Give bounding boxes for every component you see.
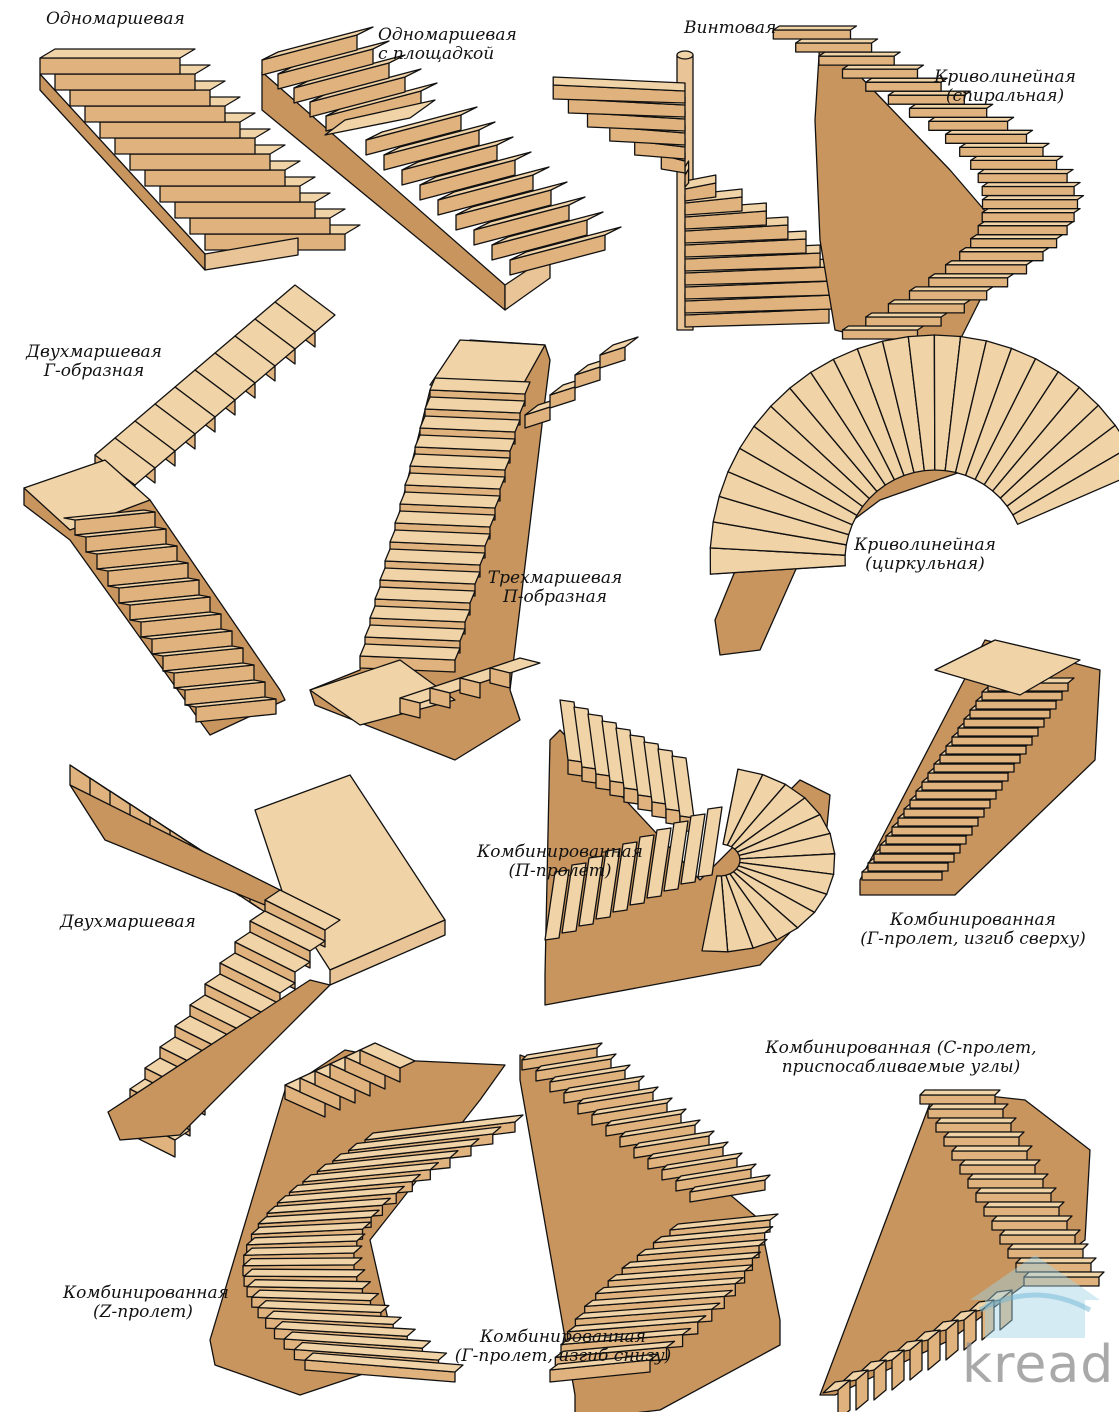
caption-spiral: Винтовая [684,19,776,38]
caption-combined-g-top: Комбинированная(Г-пролет, изгиб сверху) [838,911,1108,949]
caption-combined-c: Комбинированная (С-пролет,приспосабливае… [756,1039,1046,1077]
spiral-stair [553,51,834,330]
caption-combined-g-bottom: Комбинированная(Г-пролет, изгиб снизу) [443,1328,683,1366]
caption-curved-spiral: Криволинейная(спиральная) [930,68,1080,106]
curved-circular-stair [710,335,1119,655]
caption-two-flight: Двухмаршевая [60,913,196,932]
caption-curved-circular: Криволинейная(циркульная) [850,536,1000,574]
combined-g-top-stair [860,640,1100,895]
watermark-house-icon [960,1250,1110,1340]
u-shaped-stair [310,337,638,760]
caption-combined-p: Комбинированная(П-пролет) [475,843,645,881]
caption-straight: Одномаршевая [46,10,185,29]
caption-combined-z: Комбинированная(Z-пролет) [63,1284,223,1322]
straight-landing-stair [262,27,621,310]
watermark-text: kread [962,1335,1114,1395]
